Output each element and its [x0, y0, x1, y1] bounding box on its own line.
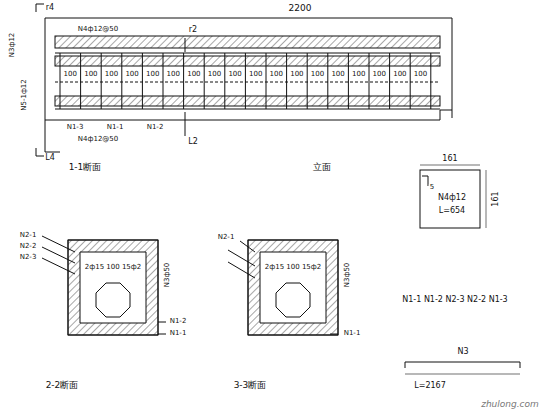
- bar-label: N1-2: [169, 318, 188, 325]
- dimension: 100: [330, 71, 345, 78]
- bar-label: N4ф12@50: [77, 136, 120, 143]
- dimension: 100: [310, 71, 325, 78]
- dimension: 100: [186, 71, 201, 78]
- mark: r4: [45, 4, 55, 12]
- section-dimension: 2ф15 100 15ф2: [84, 264, 143, 271]
- stirrup-line: [80, 53, 81, 109]
- stirrup-line: [410, 53, 411, 109]
- bar-label: N2-3: [19, 254, 38, 261]
- stirrup-line: [286, 53, 287, 109]
- stirrup-line: [430, 53, 431, 109]
- bar-label: N2-2: [19, 243, 38, 250]
- stirrup-line: [163, 53, 164, 109]
- dimension: 100: [392, 71, 407, 78]
- bar-label: N1-1: [106, 124, 125, 131]
- dimension: 100: [83, 71, 98, 78]
- stirrup-line: [307, 53, 308, 109]
- mark: r2: [188, 26, 198, 34]
- stirrup-line: [183, 53, 184, 109]
- dimension: 100: [207, 71, 222, 78]
- bar-label: N3ф12: [9, 32, 16, 59]
- stirrup-line: [224, 53, 225, 109]
- bar-label: N1-1: [169, 330, 188, 337]
- bar-label: N3: [456, 348, 469, 356]
- stirrup-line: [121, 53, 122, 109]
- dimension: 100: [248, 71, 263, 78]
- dimension: 100: [227, 71, 242, 78]
- dimension: 100: [145, 71, 160, 78]
- stirrup-line: [327, 53, 328, 109]
- dimension: 100: [124, 71, 139, 78]
- view-title: 立面: [312, 163, 332, 172]
- stirrup-line: [389, 53, 390, 109]
- stirrup-line: [369, 53, 370, 109]
- dimension: 100: [104, 71, 119, 78]
- dimension: 161: [441, 155, 458, 163]
- view-title: 3-3断面: [233, 381, 268, 390]
- stirrup-line: [266, 53, 267, 109]
- stirrup-line: [245, 53, 246, 109]
- bar-label: N4ф12: [437, 194, 467, 202]
- bar-list: N1-1 N1-2 N2-3 N2-2 N1-3: [401, 296, 508, 304]
- bar-label: N1-1: [343, 330, 362, 337]
- dimension: 100: [413, 71, 428, 78]
- stirrup-line: [348, 53, 349, 109]
- dimension: 161: [492, 190, 500, 207]
- bar-label: N1-2: [146, 124, 165, 131]
- bar-label: N3ф50: [344, 262, 351, 289]
- dimension: 5: [429, 184, 435, 191]
- mark: L2: [187, 138, 199, 146]
- bar-length: L=2167: [413, 382, 447, 390]
- bar-label: N2-1: [19, 232, 38, 239]
- watermark: zhulong.com: [480, 400, 540, 409]
- dimension: 100: [289, 71, 304, 78]
- view-title: 1-1断面: [68, 163, 103, 172]
- mark: L4: [44, 154, 56, 162]
- view-title: 2-2断面: [45, 381, 80, 390]
- bar-length: L=654: [438, 207, 466, 215]
- stirrup-line: [204, 53, 205, 109]
- dimension: 2200: [288, 4, 313, 13]
- bar-label: N2-1: [217, 234, 236, 241]
- dimension: 100: [351, 71, 366, 78]
- bar-label: N3ф50: [164, 262, 171, 289]
- bar-label: N4ф12@50: [77, 26, 120, 33]
- stirrup-line: [60, 53, 61, 109]
- section-dimension: 2ф15 100 15ф2: [264, 264, 323, 271]
- dimension: 100: [269, 71, 284, 78]
- stirrup-line: [101, 53, 102, 109]
- bar-label: N1-3: [66, 124, 85, 131]
- dimension: 100: [166, 71, 181, 78]
- dimension: 100: [63, 71, 78, 78]
- stirrup-line: [142, 53, 143, 109]
- dimension: 100: [372, 71, 387, 78]
- bar-label: N5-1ф12: [21, 78, 28, 112]
